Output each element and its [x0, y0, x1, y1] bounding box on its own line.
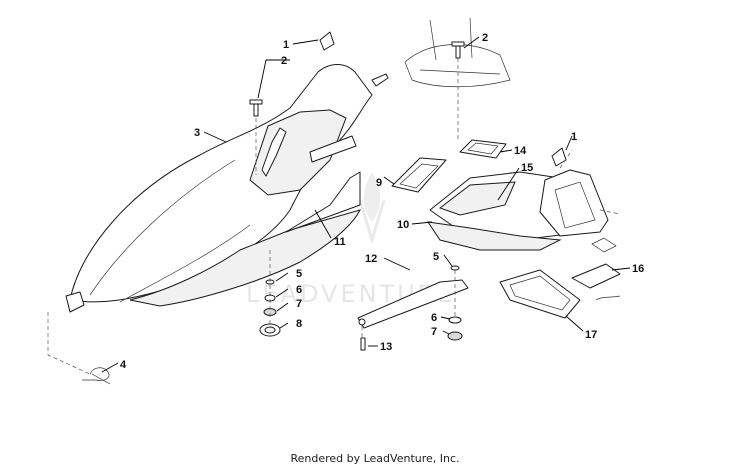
rivet-13-part [360, 337, 366, 351]
hitch-pin-part [82, 367, 111, 385]
callout-5-right: 5 [433, 251, 439, 263]
handlebar-sketch [404, 17, 511, 88]
callout-15: 15 [521, 162, 533, 174]
hardware-stack-right [447, 265, 463, 341]
callout-2-left: 2 [281, 55, 287, 67]
callout-11: 11 [334, 236, 346, 248]
callout-7-left: 7 [296, 298, 302, 310]
pad-16-part [571, 237, 621, 301]
seal-frame-part [391, 157, 447, 193]
alignment-lines [47, 58, 621, 375]
callout-13: 13 [380, 341, 392, 353]
callouts: 1 2 3 4 5 6 7 8 9 10 11 12 13 2 14 15 1 … [120, 32, 644, 371]
hood-part [65, 64, 389, 313]
callout-14: 14 [514, 145, 527, 157]
callout-9: 9 [376, 177, 382, 189]
callout-8: 8 [296, 318, 302, 330]
callout-6-left: 6 [296, 284, 302, 296]
screw-2b-part [451, 41, 465, 59]
console-part [426, 169, 609, 251]
callout-1-right: 1 [571, 131, 577, 143]
render-credit: Rendered by LeadVenture, Inc. [290, 452, 460, 465]
watermark-logo [358, 172, 386, 246]
callout-17: 17 [585, 329, 597, 341]
callout-3: 3 [194, 127, 200, 139]
callout-1-top: 1 [283, 39, 289, 51]
callout-2-right: 2 [482, 32, 488, 44]
screw-2a-part [249, 99, 263, 117]
callout-12: 12 [365, 253, 377, 265]
trim-clip-1a-part [319, 31, 335, 51]
leader-lines [101, 36, 631, 373]
callout-7-right: 7 [431, 326, 437, 338]
belly-pan-part [129, 171, 361, 307]
callout-6-right: 6 [431, 312, 437, 324]
callout-4: 4 [120, 359, 127, 371]
callout-10: 10 [397, 219, 409, 231]
triangle-seal-part [499, 269, 581, 319]
callout-16: 16 [632, 263, 644, 275]
trim-clip-1b-part [551, 147, 567, 167]
callout-5-left: 5 [296, 268, 302, 280]
gasket-part [459, 139, 507, 159]
brace-rod-part [357, 279, 469, 329]
